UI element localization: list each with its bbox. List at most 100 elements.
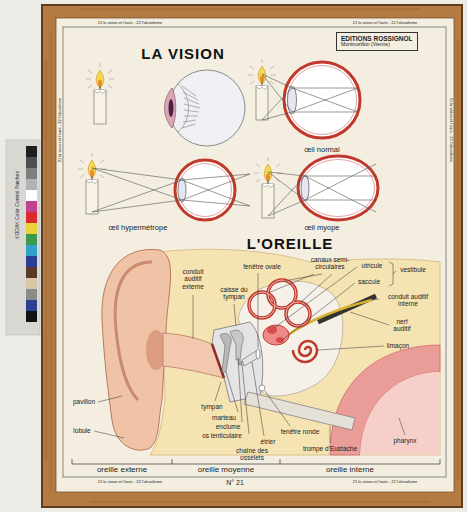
part-label: lobule <box>73 427 90 434</box>
eye-schematic <box>92 160 250 220</box>
eye-anatomy <box>169 70 245 146</box>
inner-ear <box>249 292 275 318</box>
leader-line <box>238 358 242 422</box>
part-label: fenêtre ronde <box>281 428 320 435</box>
part-label: canaux semi-circulaires <box>311 256 350 270</box>
pharynx-wall <box>330 345 440 455</box>
color-control-strip <box>26 223 37 234</box>
part-label: pavillon <box>73 398 95 405</box>
color-control-strip <box>26 234 37 245</box>
color-control-strip <box>26 267 37 278</box>
plate-number-wrap: N° 21 <box>226 479 244 487</box>
strip-label-wrap: KODAK Color Control Patches <box>15 171 21 239</box>
eye-schematic <box>262 74 358 120</box>
inner-ear <box>286 302 310 326</box>
leader-line <box>98 396 122 402</box>
ossicles <box>220 330 258 372</box>
part-label-wrap: marteau <box>212 414 236 421</box>
inner-ear <box>286 302 310 326</box>
part-label-wrap: canaux semi-circulaires <box>301 256 359 271</box>
inner-ear <box>318 296 376 322</box>
leader-line <box>372 299 379 300</box>
part-label: conduit auditif externe <box>182 268 204 290</box>
eye-schematic <box>92 168 250 206</box>
leader-line <box>234 304 236 326</box>
part-label: étrier <box>261 438 276 445</box>
candle-symbol <box>254 157 282 218</box>
leader-line <box>282 283 355 340</box>
section-heading-wrap: L'OREILLE <box>247 236 334 253</box>
color-control-strip <box>26 300 37 311</box>
part-label-wrap: caisse du tympan <box>217 286 251 301</box>
part-label: trompe d'Eustache <box>303 445 357 452</box>
inner-ear <box>288 300 372 335</box>
eye-caption: œil myope <box>304 223 339 232</box>
eye-caption-wrap: œil normal <box>304 146 339 154</box>
leader-line <box>318 346 384 350</box>
title-wrap: LA VISION <box>141 46 224 63</box>
part-label: marteau <box>212 414 236 421</box>
inner-ear <box>263 325 289 345</box>
part-label: tympan <box>201 403 222 410</box>
eye-schematic <box>92 168 250 212</box>
ossicles <box>242 351 258 366</box>
color-control-strip <box>26 168 37 179</box>
color-control-strip <box>26 146 37 157</box>
part-label-wrap: fenêtre ronde <box>281 428 320 435</box>
chart-border <box>63 27 446 477</box>
margin-note: 21 la vision et l'ouïe - 22 l'alcoolisme <box>449 98 454 163</box>
part-label-wrap: saccule <box>358 278 380 285</box>
region-label-wrap: oreille moyenne <box>198 466 254 475</box>
margin-note-wrap: 21 la vision et l'ouïe - 22 l'alcoolisme <box>448 98 452 163</box>
chart-title: LA VISION <box>141 45 224 62</box>
margin-note-wrap: 21 la vision et l'ouïe - 22 l'alcoolisme <box>353 480 418 484</box>
eye-anatomy <box>165 88 176 128</box>
publisher-box: EDITIONS ROSSIGNOLMontmorillon (Vienne) <box>336 32 418 51</box>
wooden-frame <box>46 9 458 502</box>
part-label-wrap: enclume <box>216 423 241 430</box>
eye-schematic <box>175 160 235 220</box>
eye-schematic <box>284 62 360 138</box>
leader-line <box>389 262 396 286</box>
color-control-strip <box>26 311 37 322</box>
part-label: conduit auditif interne <box>388 293 428 307</box>
part-label-wrap: os lenticulaire <box>202 432 242 439</box>
wooden-frame <box>42 5 462 507</box>
inner-ear <box>293 341 317 362</box>
eye-schematic <box>268 176 376 216</box>
section-heading: L'OREILLE <box>247 235 334 252</box>
leader-line <box>274 267 357 328</box>
publisher-place: Montmorillon (Vienne) <box>341 42 413 48</box>
eye-schematic <box>92 168 250 206</box>
round-window <box>259 385 265 391</box>
part-label-wrap: chaîne des osselets <box>233 447 271 462</box>
eye-schematic <box>262 88 358 120</box>
margin-note-wrap: 21 la vision et l'ouïe - 22 l'alcoolisme <box>98 21 163 25</box>
leader-line <box>193 295 194 339</box>
region-label-wrap: oreille interne <box>326 466 374 475</box>
leader-line <box>242 364 249 434</box>
margin-note-wrap: 21 la vision et l'ouïe - 22 l'alcoolisme <box>353 21 418 25</box>
middle-ear-cavity <box>212 322 263 402</box>
part-label: fenêtre ovale <box>243 263 281 270</box>
eye-schematic <box>288 86 297 114</box>
color-control-strip <box>26 190 37 201</box>
part-label-wrap: utricule <box>362 262 383 269</box>
inner-ear <box>276 337 284 343</box>
eye-anatomy <box>169 99 174 117</box>
leader-line <box>258 273 259 348</box>
leader-line <box>330 426 331 443</box>
leader-line <box>265 391 290 426</box>
region-label: oreille interne <box>326 465 374 474</box>
eye-caption-wrap: œil hypermétrope <box>109 224 168 232</box>
color-control-strip <box>26 201 37 212</box>
part-label-wrap: conduit auditif interne <box>381 293 435 308</box>
head-section <box>150 249 440 455</box>
eustachian-tube <box>244 392 355 430</box>
ear-pinna <box>102 249 171 450</box>
leader-line <box>215 382 221 401</box>
leader-line <box>252 362 264 436</box>
eye-caption: œil hypermétrope <box>109 223 168 232</box>
part-label-wrap: pharynx <box>393 437 416 444</box>
